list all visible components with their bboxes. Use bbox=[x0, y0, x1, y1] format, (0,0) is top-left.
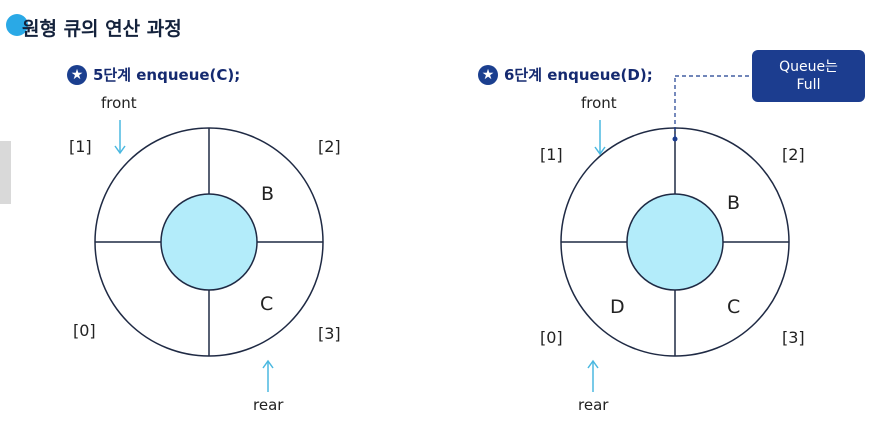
right-cell-b: B bbox=[727, 192, 741, 214]
right-rear-label: rear bbox=[578, 396, 609, 414]
left-cell-c: C bbox=[260, 293, 274, 315]
full-callout-connector bbox=[672, 75, 752, 142]
right-rear-arrow bbox=[587, 359, 599, 392]
left-index-1: [1] bbox=[69, 137, 92, 156]
left-step-label: 5단계 enqueue(C); bbox=[93, 66, 241, 84]
left-front-label: front bbox=[101, 94, 137, 112]
left-index-0: [0] bbox=[73, 321, 96, 340]
right-step-heading: ★ 6단계 enqueue(D); bbox=[478, 64, 653, 85]
star-icon: ★ bbox=[478, 64, 498, 85]
right-front-arrow bbox=[594, 120, 606, 156]
right-index-3: [3] bbox=[782, 328, 805, 347]
right-cell-c: C bbox=[727, 296, 741, 318]
left-cell-b: B bbox=[261, 183, 275, 205]
title-bullet bbox=[6, 14, 28, 36]
left-index-2: [2] bbox=[318, 137, 341, 156]
left-rear-label: rear bbox=[253, 396, 284, 414]
right-inner-circle bbox=[626, 193, 724, 291]
queue-full-callout: Queue는 Full bbox=[752, 50, 865, 102]
right-index-2: [2] bbox=[782, 145, 805, 164]
right-index-0: [0] bbox=[540, 328, 563, 347]
right-cell-d: D bbox=[610, 296, 625, 318]
side-tab[interactable] bbox=[0, 141, 11, 204]
left-step-heading: ★ 5단계 enqueue(C); bbox=[67, 64, 240, 85]
right-index-1: [1] bbox=[540, 145, 563, 164]
left-rear-arrow bbox=[262, 359, 274, 392]
left-circular-queue bbox=[94, 127, 324, 357]
left-front-arrow bbox=[114, 120, 126, 155]
callout-line-2: Full bbox=[796, 77, 821, 93]
star-icon: ★ bbox=[67, 64, 87, 85]
left-inner-circle bbox=[160, 193, 258, 291]
right-front-label: front bbox=[581, 94, 617, 112]
right-circular-queue bbox=[560, 127, 790, 357]
left-index-3: [3] bbox=[318, 324, 341, 343]
right-step-label: 6단계 enqueue(D); bbox=[504, 66, 653, 84]
callout-line-1: Queue는 bbox=[779, 59, 838, 75]
page-title: 원형 큐의 연산 과정 bbox=[22, 18, 182, 40]
